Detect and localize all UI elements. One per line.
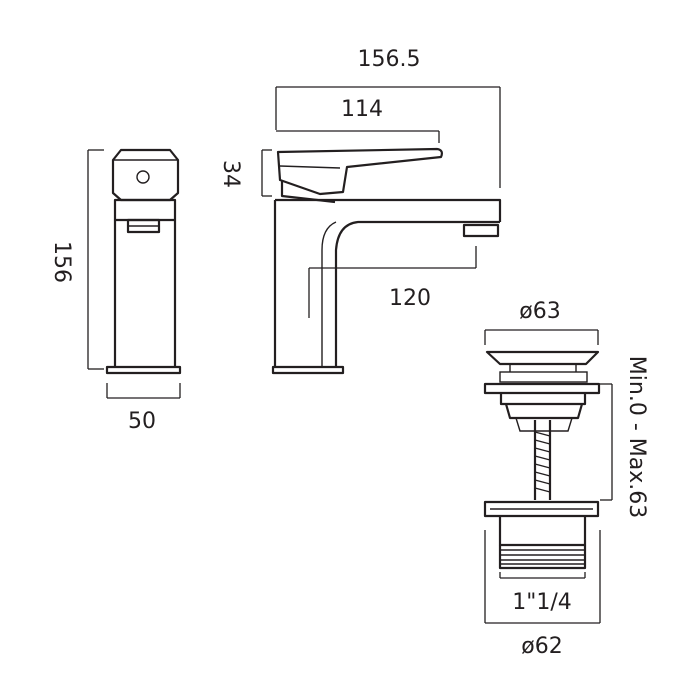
dim-spout-reach — [276, 130, 440, 143]
dim-waste-body — [484, 530, 601, 624]
dim-thread — [499, 572, 586, 579]
label-waste-range: Min.0 - Max.63 — [624, 356, 649, 518]
label-handle-height: 34 — [218, 160, 243, 188]
dim-total-length — [275, 86, 501, 188]
dim-waste-top — [484, 329, 599, 345]
label-height: 156 — [49, 241, 74, 283]
dim-height — [87, 149, 104, 370]
label-waste-body: ø62 — [521, 634, 562, 659]
tap-side-view — [271, 147, 502, 375]
label-waste-top: ø63 — [519, 299, 560, 324]
label-spout-reach: 114 — [341, 97, 383, 122]
tap-front-view — [105, 148, 182, 375]
dim-waste-range — [600, 383, 613, 501]
label-outlet-clearance: 120 — [389, 286, 431, 311]
dim-base-width — [106, 383, 181, 399]
waste-assembly — [483, 350, 601, 570]
dim-outlet-clearance — [308, 246, 477, 318]
label-thread: 1"1/4 — [512, 590, 572, 615]
dim-handle-height — [261, 149, 272, 197]
label-base-width: 50 — [128, 409, 156, 434]
label-total-length: 156.5 — [358, 47, 421, 72]
